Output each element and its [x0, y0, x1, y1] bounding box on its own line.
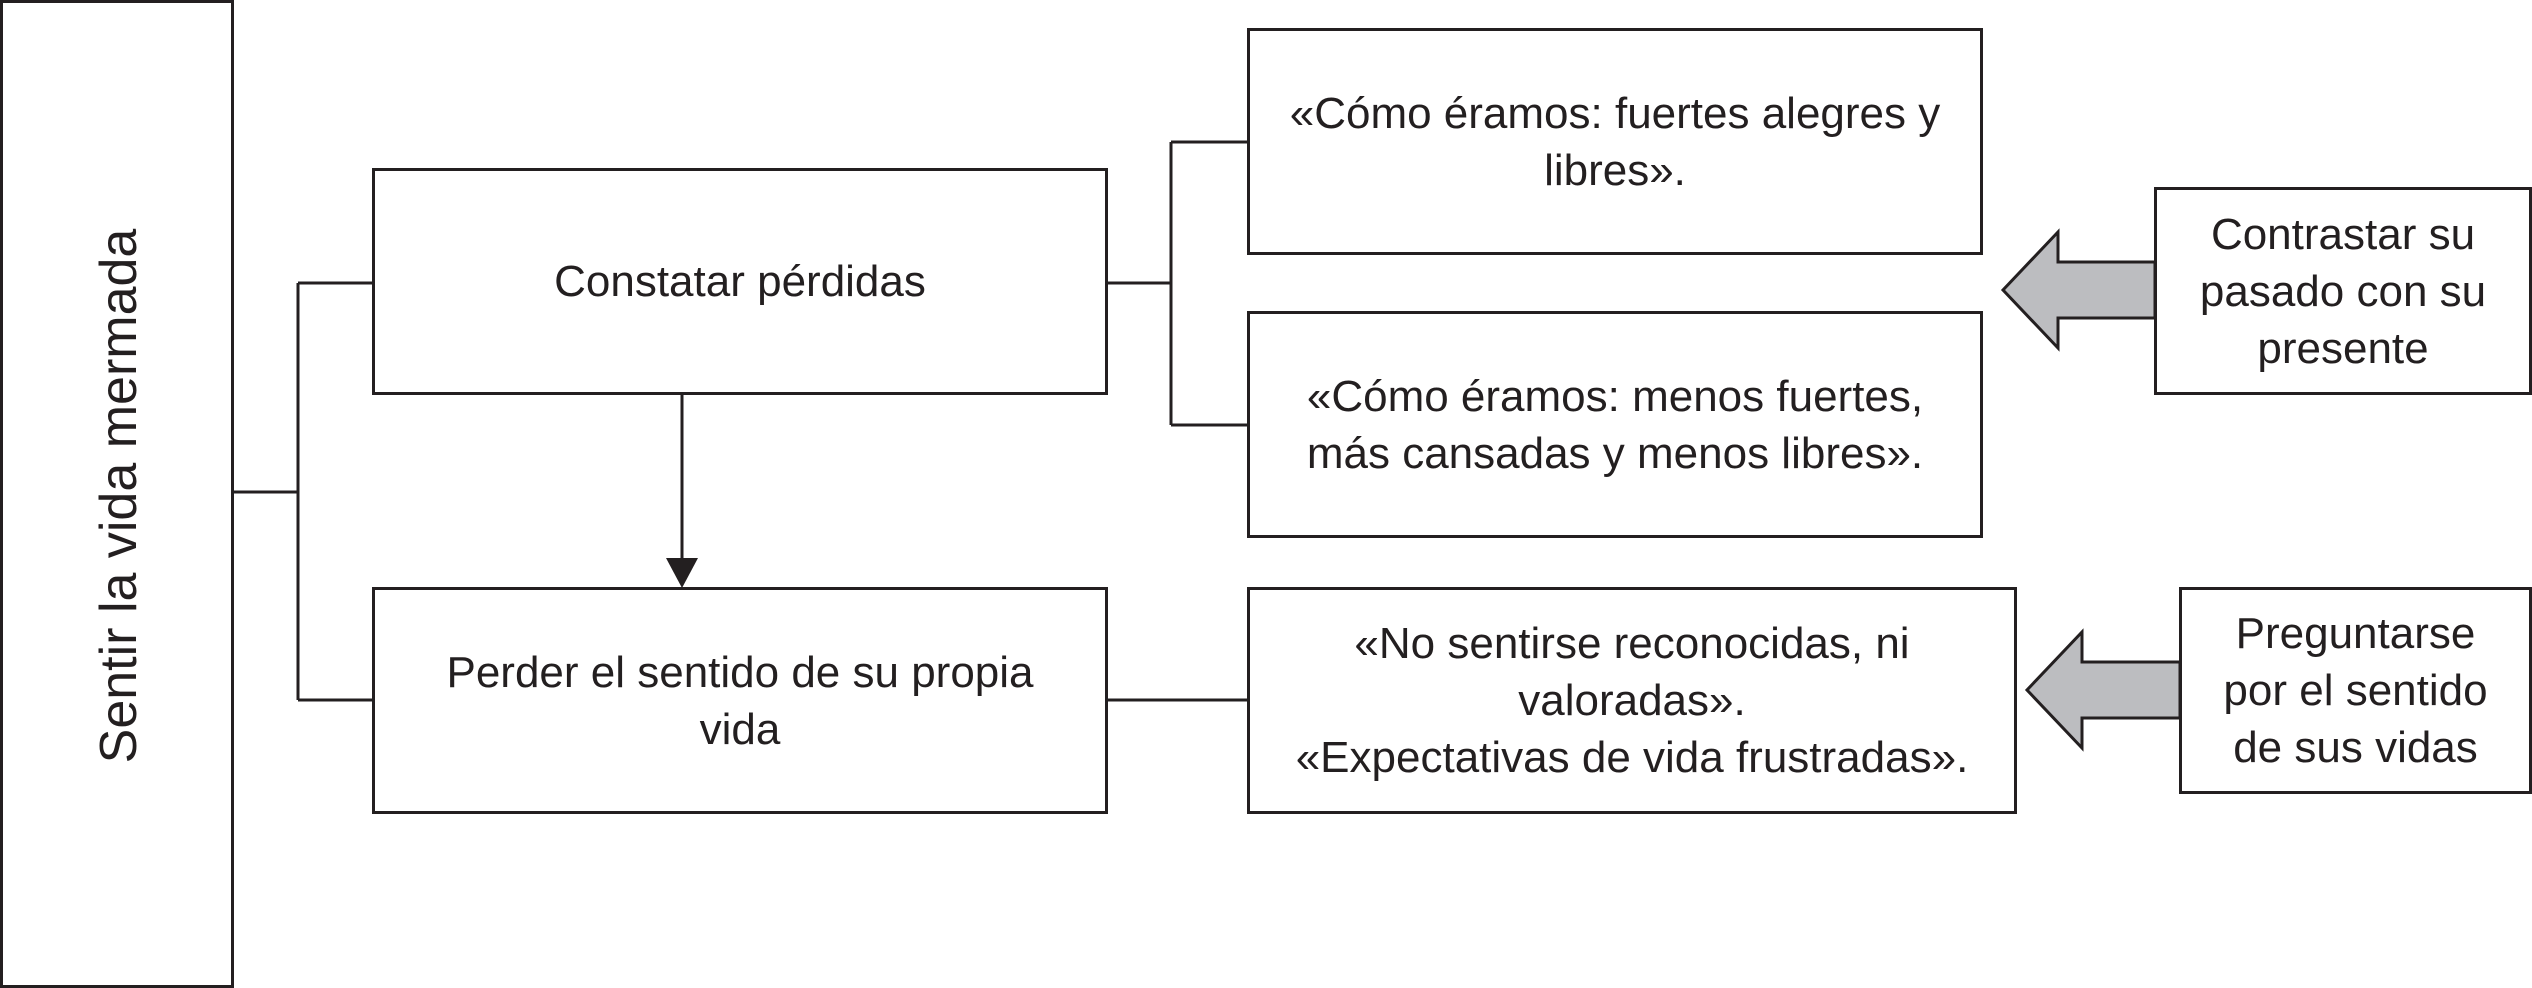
quote-1-text: «Cómo éramos: fuertes alegres y libres». — [1289, 88, 1941, 195]
preguntarse-box: Preguntarse por el sentido de sus vidas — [2179, 587, 2532, 794]
perder-sentido-label: Perder el sentido de su propia vida — [446, 647, 1034, 754]
preguntarse-arrow — [2024, 628, 2182, 752]
quote-box-1: «Cómo éramos: fuertes alegres y libres». — [1247, 28, 1983, 255]
contrastar-label: Contrastar su pasado con su presente — [2199, 209, 2487, 373]
contrastar-box: Contrastar su pasado con su presente — [2154, 187, 2532, 395]
preguntarse-label: Preguntarse por el sentido de sus vidas — [2223, 609, 2488, 772]
constatar-perdidas-label: Constatar pérdidas — [554, 257, 926, 306]
root-box: Sentir la vida mermada — [0, 0, 234, 988]
constatar-perdidas-box: Constatar pérdidas — [372, 168, 1108, 395]
quote-2-text: «Cómo éramos: menos fuertes, más cansada… — [1306, 371, 1924, 478]
quote-box-3: «No sentirse reconocidas, ni valoradas».… — [1247, 587, 2017, 814]
quote-box-2: «Cómo éramos: menos fuertes, más cansada… — [1247, 311, 1983, 538]
root-label: Sentir la vida mermada — [90, 228, 148, 764]
perder-sentido-box: Perder el sentido de su propia vida — [372, 587, 1108, 814]
constatar-to-perder-arrowhead — [666, 558, 698, 588]
contrastar-arrow — [2000, 228, 2157, 352]
quote-3-text: «No sentirse reconocidas, ni valoradas».… — [1295, 619, 1969, 782]
